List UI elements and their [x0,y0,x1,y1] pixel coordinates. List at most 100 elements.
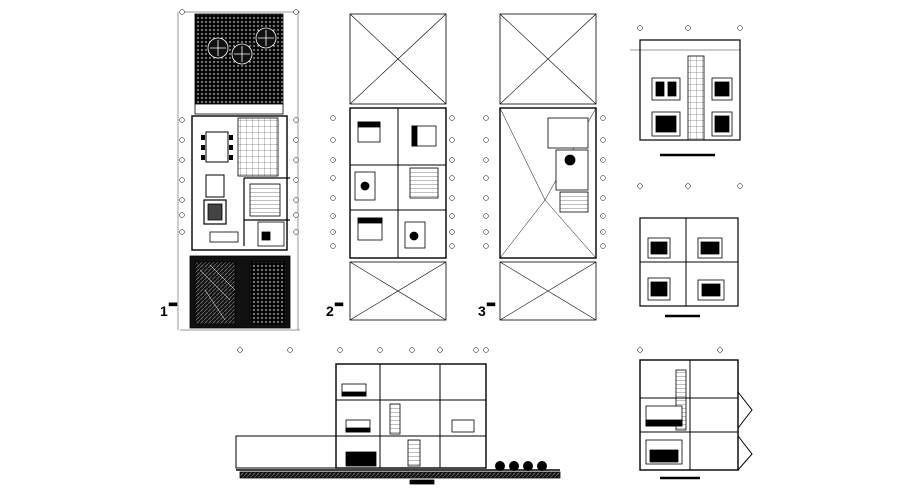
plan-1-trees [207,27,277,65]
axis-bubble [600,243,606,249]
axis-bubble [179,137,185,143]
plan-1-patio [237,117,279,177]
plan-3-outline [499,107,597,259]
axis-bubble [449,195,455,201]
axis-bubble [337,347,343,353]
axis-bubble [293,177,299,183]
plan-1 [177,11,300,331]
axis-bubble [449,175,455,181]
axis-bubble [637,25,643,31]
plan-1-name-mark: ▀▀ [168,304,178,310]
section-bed-upper-base [341,391,367,397]
section-house [335,363,487,469]
plan-2-void-bottom [349,261,447,321]
section-cross-outline [639,359,739,471]
plan-1-coffee-table [205,174,225,198]
axis-bubble [179,9,185,15]
plan-2-void-top [349,13,447,105]
axis-bubble [293,117,299,123]
plan-2-label: 2▀▀ [326,304,343,318]
section-ground [239,471,561,479]
plan-1-label: 1▀▀ [160,304,177,318]
axis-bubble [330,115,336,121]
axis-bubble [179,157,185,163]
axis-bubble [600,229,606,235]
axis-bubble [449,213,455,219]
axis-bubble [600,157,606,163]
plan-1-stove [261,231,271,241]
axis-bubble [600,213,606,219]
axis-bubble [483,213,489,219]
axis-bubble [293,157,299,163]
section-longitudinal [235,363,561,485]
section-furniture [451,419,475,433]
section-kitchen [345,451,377,467]
axis-bubble [449,243,455,249]
axis-bubble [330,229,336,235]
plan-1-axis-lines [177,11,300,331]
axis-bubble [473,347,479,353]
axis-bubble [483,175,489,181]
axis-bubble [483,229,489,235]
axis-bubble [293,212,299,218]
axis-bubble [437,347,443,353]
axis-bubble [685,25,691,31]
section-cross-stair [675,369,687,431]
axis-bubble [483,347,489,353]
axis-bubble [330,175,336,181]
axis-bubble [179,229,185,235]
elevation-front-window-upper [651,77,681,101]
elevation-front-window-lower [651,111,681,137]
elevation-rear-glass-3 [650,281,668,297]
plan-2-bath-1-fixture [360,181,370,191]
plan-1-number: 1 [160,303,168,319]
section-stair-1 [389,403,401,435]
plan-2-name-mark: ▀▀ [334,304,344,310]
axis-bubble [237,347,243,353]
plan-3-stair-room [547,117,589,149]
axis-bubble [637,183,643,189]
plan-2-bath-2-fixture [409,231,419,241]
axis-bubble [483,157,489,163]
elevation-rear-glass-1 [650,241,668,255]
section-cross-sofa [649,449,679,463]
elevation-rear-glass-4 [701,283,721,297]
axis-bubble [179,117,185,123]
axis-bubble [330,157,336,163]
axis-bubble [483,243,489,249]
plan-3-number: 3 [478,303,486,319]
plan-3-label: 3▀▀ [478,304,495,318]
plan-3-void-bottom [499,261,597,321]
elevation-rear-window-1 [647,237,671,259]
plan-2-number: 2 [326,303,334,319]
section-shrubs [495,461,547,471]
elevation-rear-window-3 [647,277,671,301]
elevation-front [630,39,741,157]
axis-bubble [600,115,606,121]
axis-bubble [637,347,643,353]
axis-bubble [449,157,455,163]
axis-bubble [737,183,743,189]
grid-bubbles [179,9,743,353]
elevation-front-glass-3 [655,115,677,133]
axis-bubble [483,137,489,143]
axis-bubble [330,137,336,143]
axis-bubble [717,347,723,353]
plan-3-tank [564,154,576,166]
plan-3 [499,13,597,321]
section-title-bar [409,479,435,485]
plan-2-bed-1-headboard [357,121,381,128]
axis-bubble [600,175,606,181]
plan-2-stair [409,167,439,199]
elevation-front-glass-4 [714,81,730,97]
plan-3-stair [559,191,589,213]
elevation-rear-window-4 [697,279,725,301]
axis-bubble [483,115,489,121]
axis-bubble [600,195,606,201]
axis-bubble [483,195,489,201]
axis-bubble [600,137,606,143]
elevation-rear [639,217,739,318]
plan-1-dining-table [205,131,229,163]
axis-bubble [685,183,691,189]
